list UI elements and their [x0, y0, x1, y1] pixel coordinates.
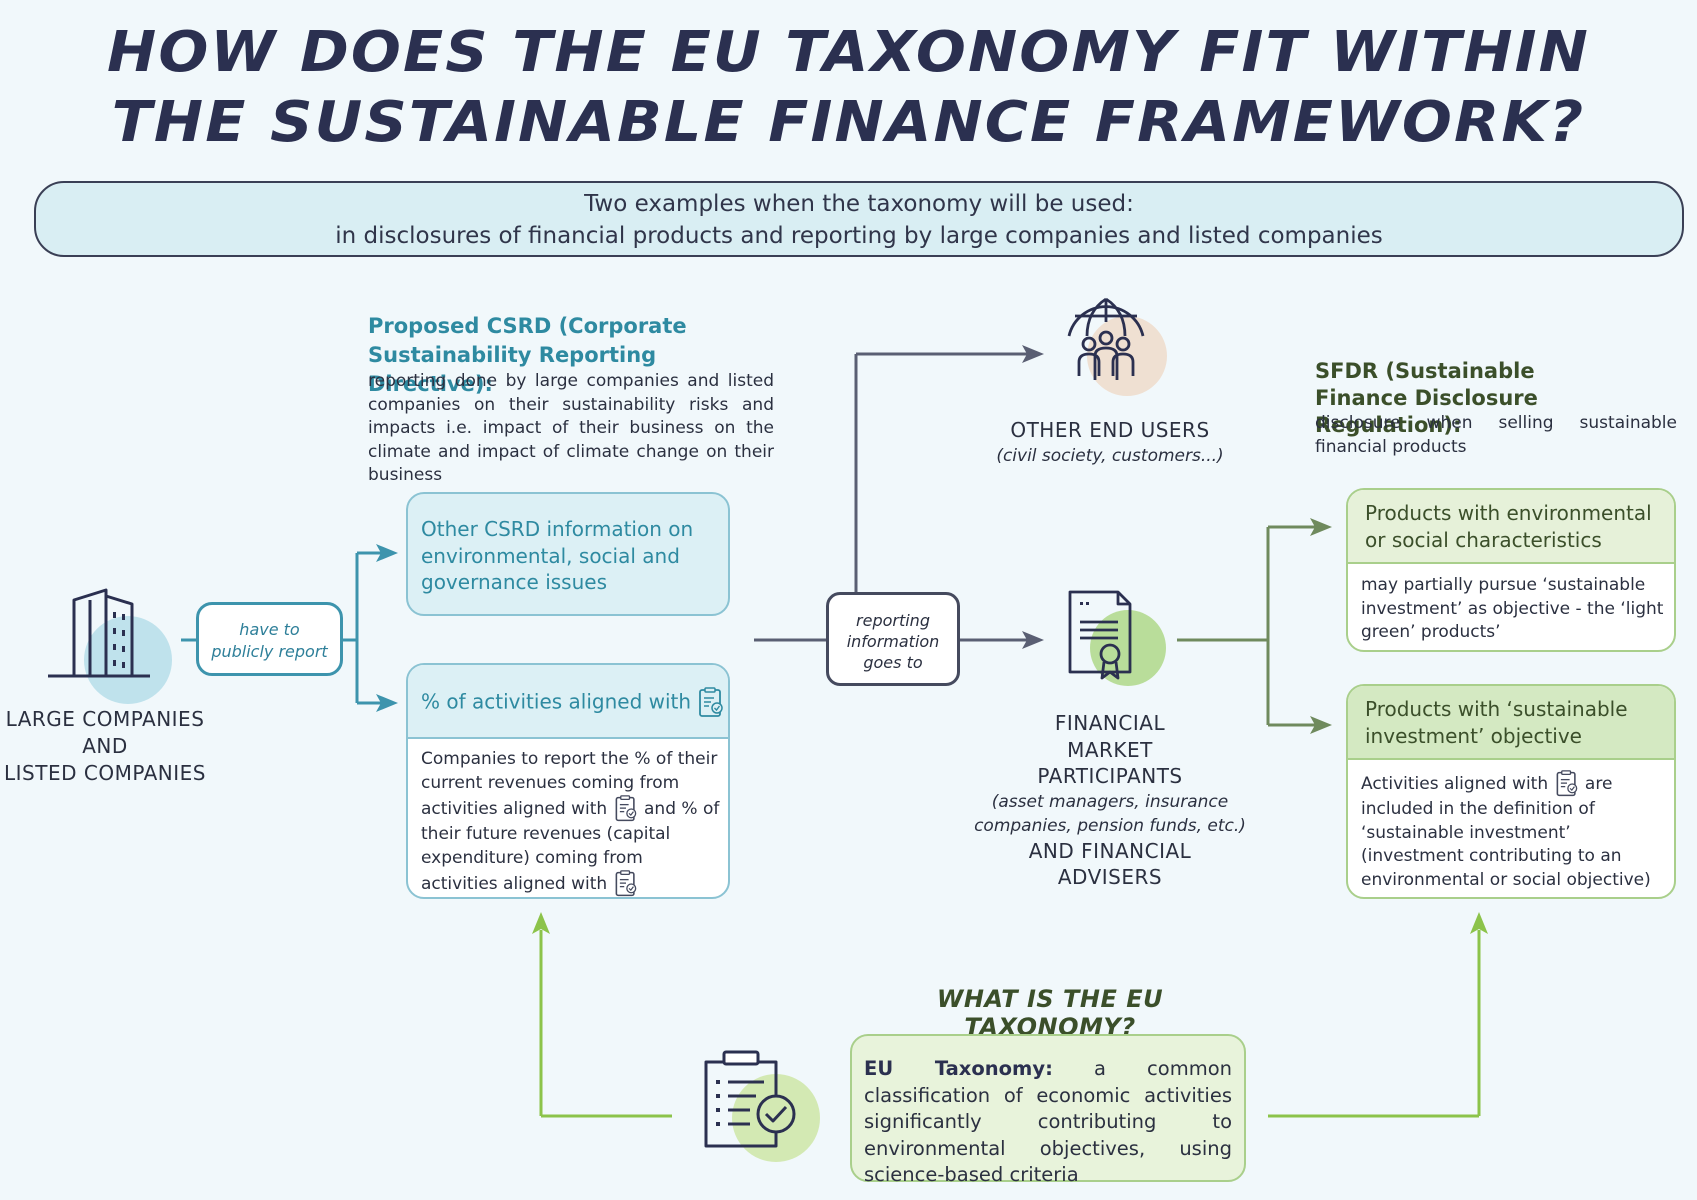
activities-aligned-header-text: % of activities aligned with — [421, 689, 692, 714]
financial-market-participants: FINANCIAL MARKET PARTICIPANTS (asset man… — [970, 710, 1250, 891]
taxonomy-doc-icon — [1556, 770, 1577, 797]
csrd-heading-bold: Proposed CSRD — [368, 314, 552, 338]
other-end-users: OTHER END USERS (civil society, customer… — [960, 418, 1260, 466]
fmp-line-1: FINANCIAL — [1054, 711, 1166, 735]
fmp-line-3: PARTICIPANTS — [1037, 764, 1183, 788]
dark-arrowhead-users — [1022, 345, 1044, 363]
taxonomy-definition-box: EU Taxonomy: a common classification of … — [850, 1034, 1246, 1186]
large-companies-line-2: AND — [82, 734, 128, 758]
have-to-report-line-2: publicly report — [211, 642, 328, 661]
olive-arrowhead-bottom — [1310, 716, 1332, 734]
activities-aligned-box: % of activities aligned with Companies t… — [406, 663, 730, 899]
activities-aligned-body-part-2: and % of their future revenues (capital … — [421, 799, 720, 895]
examples-banner: Two examples when the taxonomy will be u… — [34, 181, 1684, 257]
other-csrd-info-text: Other CSRD information on environmental,… — [421, 517, 694, 594]
banner-line-2: in disclosures of financial products and… — [335, 223, 1383, 249]
other-end-users-title: OTHER END USERS — [1010, 418, 1210, 442]
env-social-products-box: Products with environmental or social ch… — [1346, 488, 1676, 652]
reporting-goes-line-3: goes to — [863, 653, 923, 672]
globe-people-icon — [1067, 297, 1167, 396]
sfdr-heading: SFDR (Sustainable Finance Disclosure Reg… — [1315, 359, 1538, 437]
green-arrowhead-left — [532, 912, 550, 934]
reporting-goes-to-label: reporting information goes to — [826, 592, 960, 686]
csrd-description: reporting done by large companies and li… — [368, 371, 774, 485]
reporting-goes-line-1: reporting — [856, 611, 930, 630]
green-arrowhead-right — [1470, 912, 1488, 934]
csrd-heading: Proposed CSRD (Corporate Sustainability … — [368, 312, 778, 399]
olive-arrowhead-top — [1310, 518, 1332, 536]
sustainable-investment-box: Products with ‘sustainable investment’ o… — [1346, 684, 1676, 899]
have-to-report-label: have to publicly report — [196, 602, 343, 676]
fmp-sub-2: companies, pension funds, etc.) — [974, 815, 1246, 836]
sustainable-investment-body-part-2: are included in the definition of ‘susta… — [1361, 774, 1651, 891]
other-csrd-info-box: Other CSRD information on environmental,… — [406, 492, 730, 616]
have-to-report-line-1: have to — [239, 620, 300, 639]
teal-arrowhead-bottom — [376, 694, 398, 712]
dark-connector — [754, 352, 1030, 642]
fmp-line-4: AND FINANCIAL — [1028, 838, 1192, 863]
reporting-goes-line-2: information — [846, 632, 940, 651]
page-title: HOW DOES THE EU TAXONOMY FIT WITHIN THE … — [0, 18, 1697, 158]
env-social-products-header: Products with environmental or social ch… — [1348, 490, 1674, 564]
green-connector — [539, 930, 1481, 1118]
other-end-users-subtitle: (civil society, customers...) — [996, 446, 1224, 466]
env-social-products-body: may partially pursue ‘sustainable invest… — [1361, 575, 1664, 643]
activities-aligned-header: % of activities aligned with — [408, 665, 728, 739]
what-is-taxonomy-heading: WHAT IS THE EU TAXONOMY? — [936, 985, 1164, 1041]
clipboard-check-icon — [704, 1050, 820, 1162]
sustainable-investment-header: Products with ‘sustainable investment’ o… — [1348, 686, 1674, 760]
sustainable-investment-body: Activities aligned with are included in … — [1348, 760, 1674, 893]
csrd-heading-rest: (Corporate Sustainability Reporting Dire… — [368, 314, 687, 396]
olive-connector — [1177, 525, 1318, 727]
sustainable-investment-body-part-1: Activities aligned with — [1361, 774, 1549, 794]
title-line-2: THE SUSTAINABLE FINANCE FRAMEWORK? — [111, 90, 1586, 155]
fmp-line-5: ADVISERS — [1057, 865, 1163, 889]
large-companies-line-1: LARGE COMPANIES — [5, 707, 205, 731]
activities-aligned-body: Companies to report the % of their curre… — [408, 739, 728, 897]
taxonomy-doc-icon — [699, 687, 724, 717]
sfdr-description: disclosure when selling sustainable fina… — [1315, 413, 1677, 457]
large-companies-line-3: LISTED COMPANIES — [4, 761, 206, 785]
certificate-icon — [1068, 590, 1166, 686]
building-icon — [48, 588, 172, 704]
taxonomy-definition-text: a common classification of economic acti… — [864, 1057, 1232, 1186]
taxonomy-definition-lead: EU Taxonomy: — [864, 1057, 1053, 1080]
taxonomy-doc-icon — [615, 870, 636, 897]
fmp-line-2: MARKET — [1067, 737, 1153, 762]
dark-arrowhead-fmp — [1022, 631, 1044, 649]
activities-aligned-body-part-1: Companies to report the % of their curre… — [421, 749, 718, 820]
teal-arrowhead-top — [376, 544, 398, 562]
fmp-sub-1: (asset managers, insurance — [991, 791, 1229, 812]
large-companies-label: LARGE COMPANIES AND LISTED COMPANIES — [0, 706, 210, 787]
title-line-1: HOW DOES THE EU TAXONOMY FIT WITHIN — [107, 20, 1590, 85]
taxonomy-doc-icon — [615, 795, 636, 822]
banner-line-1: Two examples when the taxonomy will be u… — [584, 191, 1134, 217]
